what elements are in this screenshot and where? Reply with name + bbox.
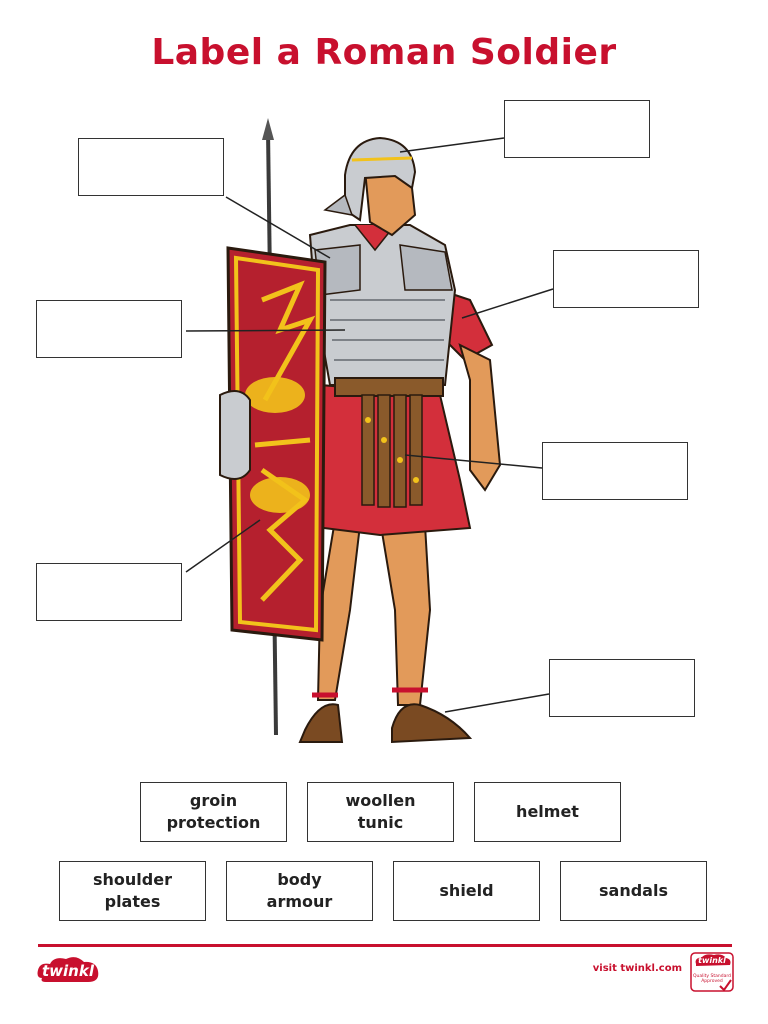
body-armour-icon: [308, 224, 457, 386]
word-card-body-armour[interactable]: body armour: [226, 861, 373, 921]
label-box-tunic[interactable]: [553, 250, 699, 308]
leader-lines: [185, 137, 554, 713]
twinkl-logo-icon[interactable]: [36, 956, 100, 986]
word-card-sandals[interactable]: sandals: [560, 861, 707, 921]
page-title: Label a Roman Soldier: [151, 32, 617, 73]
legs: [316, 518, 432, 706]
badge-logo-text: twinkl: [698, 956, 726, 965]
label-box-shield[interactable]: [36, 563, 182, 621]
shield-icon: [219, 246, 327, 642]
arm: [458, 343, 502, 492]
word-card-woollen-tunic[interactable]: woollen tunic: [307, 782, 454, 842]
quality-badge-icon: [690, 952, 734, 992]
groin-protection-icon: [334, 377, 444, 508]
word-card-groin-protection[interactable]: groin protection: [140, 782, 287, 842]
badge-subtitle: Quality Standard Approved: [693, 974, 731, 984]
label-box-helmet[interactable]: [504, 100, 650, 158]
twinkl-logo-text: twinkl: [42, 962, 94, 980]
footer-divider: [38, 944, 732, 947]
word-card-shoulder-plates[interactable]: shoulder plates: [59, 861, 206, 921]
helmet-icon: [323, 136, 417, 222]
word-card-shield[interactable]: shield: [393, 861, 540, 921]
visit-twinkl-link[interactable]: visit twinkl.com: [592, 963, 682, 974]
word-card-helmet[interactable]: helmet: [474, 782, 621, 842]
label-box-body-armour[interactable]: [36, 300, 182, 358]
label-box-groin[interactable]: [542, 442, 688, 500]
label-box-sandals[interactable]: [549, 659, 695, 717]
sandals-icon: [298, 687, 473, 744]
label-box-shoulder[interactable]: [78, 138, 224, 196]
